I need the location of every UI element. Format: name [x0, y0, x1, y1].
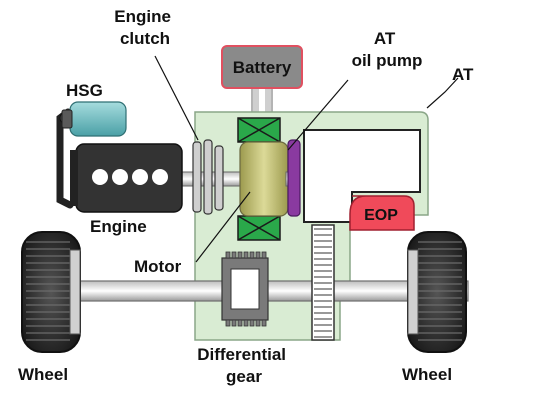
cylinder: [92, 169, 108, 185]
diff-tooth: [237, 319, 243, 327]
diff-tooth: [225, 251, 231, 259]
output-gear-rack: [311, 224, 335, 341]
left-wheel: [21, 231, 81, 353]
diff-tooth: [237, 251, 243, 259]
differential: [221, 251, 269, 327]
at-oil-pump: [287, 139, 301, 217]
label-motor: Motor: [134, 257, 182, 276]
cylinder: [152, 169, 168, 185]
right-wheel: [407, 231, 467, 353]
diff-tooth: [249, 319, 255, 327]
leader-at: [426, 77, 459, 109]
label-eop: EOP: [364, 207, 398, 224]
motor-stator-bottom: [237, 215, 281, 241]
diff-tooth: [243, 319, 249, 327]
motor-stator-top: [237, 117, 281, 143]
label-engine-clutch: Engine clutch: [114, 7, 175, 48]
label-wheel-left: Wheel: [18, 365, 68, 384]
label-at-oil-pump: AT oil pump: [352, 29, 423, 70]
leader-motor: [195, 191, 251, 263]
cylinder: [112, 169, 128, 185]
diff-tooth: [225, 319, 231, 327]
hsg: [61, 101, 127, 137]
motor-rotor: [239, 141, 289, 217]
eop: [349, 195, 415, 231]
cylinder: [132, 169, 148, 185]
label-hsg: HSG: [66, 81, 103, 100]
label-wheel-right: Wheel: [402, 365, 452, 384]
leader-at-oil-pump: [287, 79, 349, 151]
label-at: AT: [452, 65, 474, 84]
leader-engine-clutch: [154, 55, 199, 141]
engine-clutch: [192, 139, 224, 215]
diff-tooth: [249, 251, 255, 259]
engine: [70, 143, 183, 213]
diff-tooth: [255, 319, 261, 327]
battery: [221, 45, 303, 89]
diff-tooth: [231, 251, 237, 259]
label-engine: Engine: [90, 217, 147, 236]
diff-tooth: [243, 251, 249, 259]
label-differential-gear: Differential gear: [197, 345, 291, 386]
automatic-transmission: [303, 129, 421, 223]
diff-tooth: [255, 251, 261, 259]
label-battery: Battery: [233, 58, 292, 77]
diff-tooth: [261, 251, 267, 259]
diff-tooth: [261, 319, 267, 327]
diff-tooth: [231, 319, 237, 327]
